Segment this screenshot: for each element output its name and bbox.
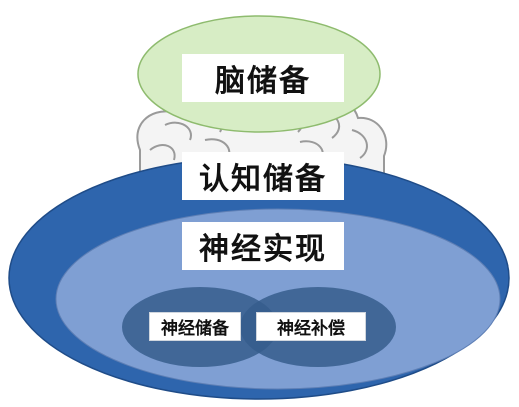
cognitive-reserve-label: 认知储备: [182, 152, 344, 200]
brain-reserve-label: 脑储备: [182, 54, 344, 102]
neural-implementation-label: 神经实现: [182, 222, 344, 270]
neural-compensation-label: 神经补偿: [256, 312, 366, 341]
neural-reserve-label: 神经储备: [149, 312, 241, 341]
